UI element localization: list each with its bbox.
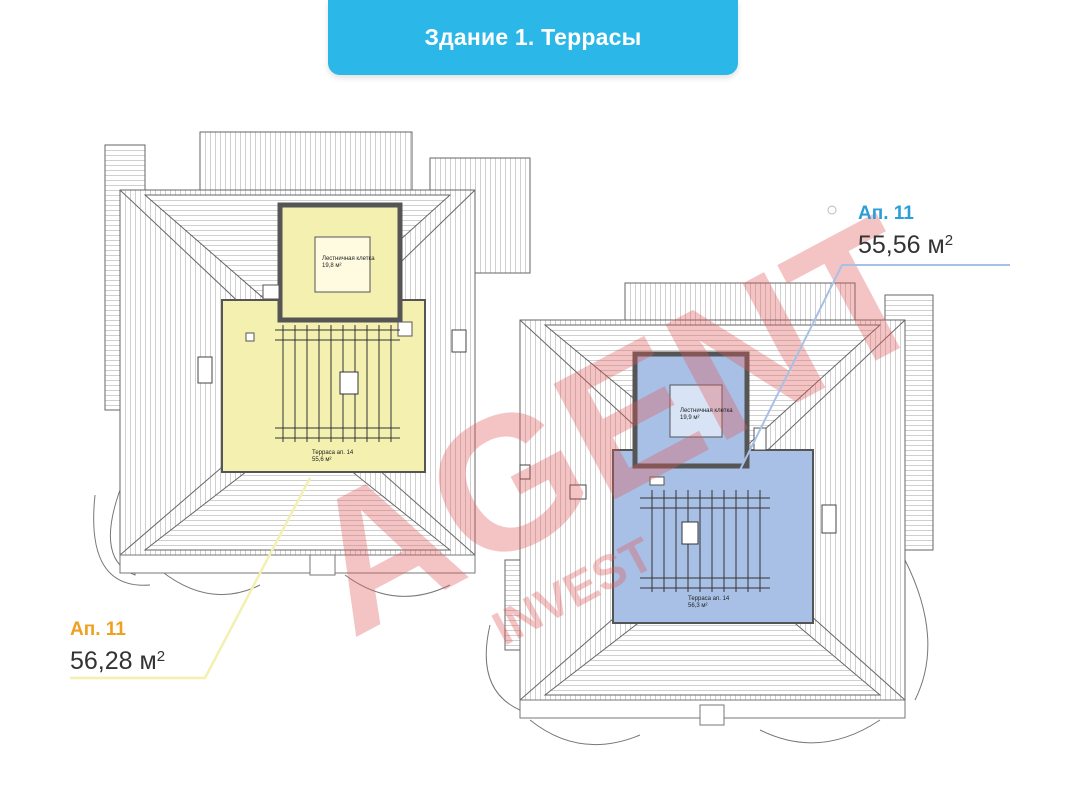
callout-right: Ап. 11 55,56 м2 <box>858 202 953 260</box>
info-icon <box>827 205 837 215</box>
callout-left-apartment: Ап. 11 <box>70 619 126 640</box>
right-terrace <box>612 351 814 624</box>
callout-left: Ап. 11 56,28 м2 <box>70 618 165 676</box>
callout-line-left <box>70 477 312 680</box>
page-title: Здание 1. Террасы <box>424 24 642 50</box>
left-terrace <box>221 202 426 473</box>
callout-right-area: 55,56 м2 <box>858 231 954 259</box>
callout-left-area: 56,28 м2 <box>70 647 166 675</box>
title-banner: Здание 1. Террасы <box>328 0 738 75</box>
callout-line-right <box>739 264 1010 471</box>
callout-right-apartment: Ап. 11 <box>858 203 914 224</box>
